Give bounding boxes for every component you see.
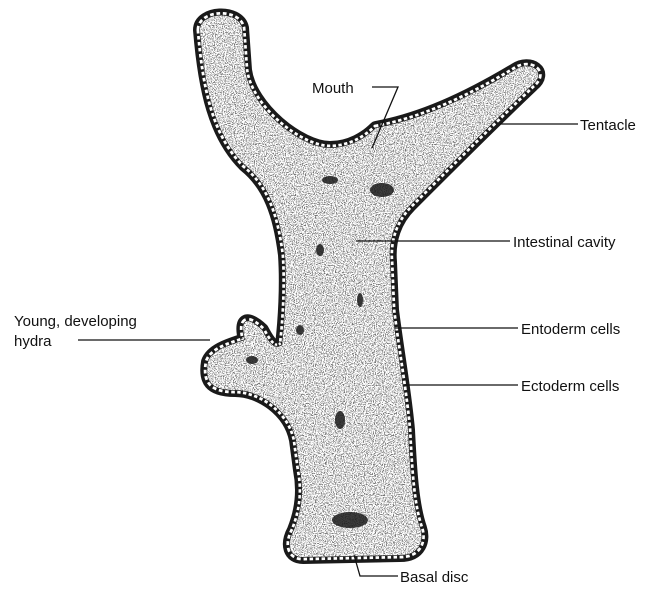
label-young-hydra-line1: Young, developing: [14, 313, 137, 330]
label-tentacle: Tentacle: [580, 117, 636, 134]
label-ectoderm-cells: Ectoderm cells: [521, 378, 619, 395]
label-entoderm-cells: Entoderm cells: [521, 321, 620, 338]
label-mouth: Mouth: [312, 80, 354, 97]
label-young-hydra-line2: hydra: [14, 333, 52, 350]
intestinal-cavity: [190, 0, 570, 589]
label-intestinal-cavity: Intestinal cavity: [513, 234, 616, 251]
label-basal-disc: Basal disc: [400, 569, 469, 586]
hydra-body: [190, 0, 570, 589]
